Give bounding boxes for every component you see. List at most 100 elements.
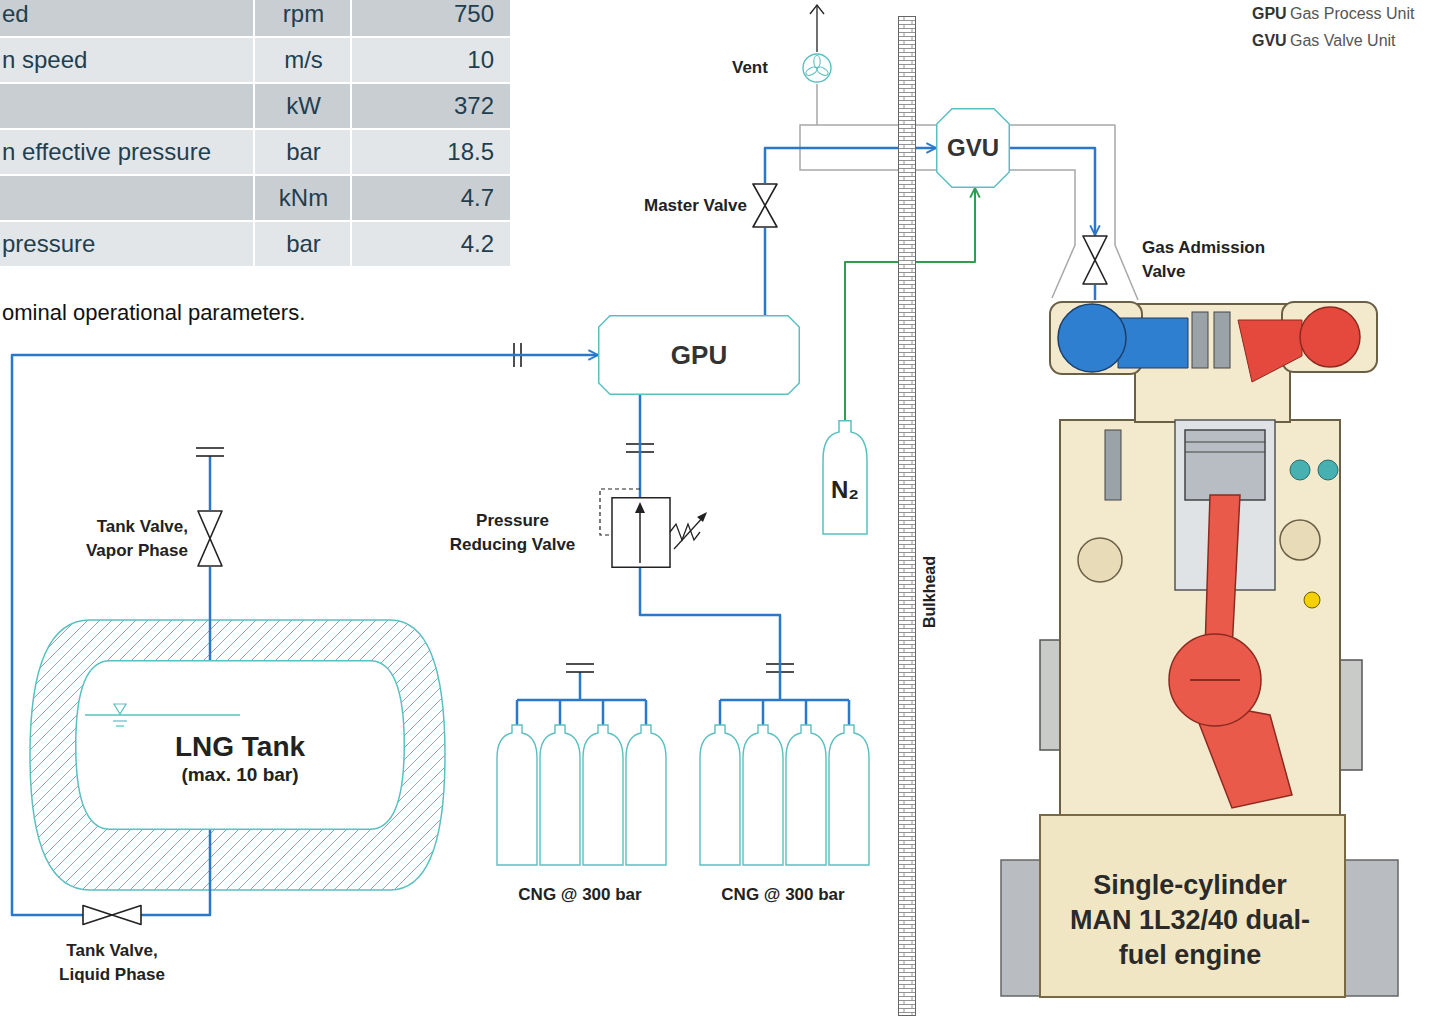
drawing-part [848,700,851,725]
gas-cylinder [540,725,580,865]
gas-cylinder [743,725,783,865]
drawing-part [1190,679,1240,681]
drawing-part [0,222,253,266]
drawing-part [559,700,562,725]
drawing-part [116,725,124,726]
gvu-box: GVU [936,108,1010,188]
bulkhead-wall: Bulkhead [898,16,916,1016]
drawing-part [1318,460,1338,480]
table-bands [0,0,510,266]
text-holder: m/s [257,45,350,75]
pipe-connector [639,395,642,497]
text-holder: ominal operational parameters. [2,299,422,327]
text-holder: Tank Valve, Vapor Phase [70,510,188,567]
table-cell: m/s [284,46,323,74]
drawing-part [1105,430,1121,500]
abbreviation: GVU [1252,32,1287,50]
pipe-connector [177,830,210,915]
text-holder: Gas Admission Valve [1142,232,1292,288]
tank-title: LNG Tank [175,731,305,763]
gas-cylinder [829,725,869,865]
drawing-part [1304,592,1320,608]
text-holder: Tank Valve, Liquid Phase [47,935,177,990]
vapor-pipe-stub [209,456,212,510]
drawing-part [1078,538,1122,582]
gas-cylinder [786,725,826,865]
text-holder: bar [257,137,350,167]
drawing-part [1280,520,1320,560]
text-holder: CNG @ 300 bar [495,880,665,910]
drawing-part [810,5,824,14]
drawing-part [255,84,350,128]
pipe-connector [209,567,212,660]
text-holder: pressure [2,229,252,259]
pipe-connector [1010,125,1138,300]
drawing-part [1214,312,1230,368]
cng-bottle-group: CNG @ 300 bar [698,700,868,920]
vent-fan: Vent [728,52,834,84]
drawing-part [1340,860,1398,996]
gas-cylinder [626,725,666,865]
drawing-part [814,56,820,68]
pressure-reducing-valve: Pressure Reducing Valve [440,497,675,568]
text-holder: 18.5 [354,137,494,167]
drawing-part [0,176,253,220]
table-cell: 750 [454,0,494,28]
drawing-part [352,176,510,220]
pipe-connector [1010,148,1095,235]
text-holder: 4.7 [354,183,494,213]
drawing-part [697,512,707,522]
drawing-part [1192,312,1208,368]
pipe-connector [764,228,767,315]
pipe-connector [12,355,598,915]
text-holder: Master Valve [625,183,747,228]
text-holder: 372 [354,91,494,121]
abbreviation-meaning: Gas Process Unit [1290,5,1414,23]
text-holder: bar [257,229,350,259]
drawing-part [352,84,510,128]
drawing-part [255,0,350,36]
engine-name: Single-cylinder MAN 1L32/40 dual-fuel en… [1060,868,1320,973]
cng-bottle-group: CNG @ 300 bar [495,700,665,920]
tank-pressure-note: (max. 10 bar) [181,763,298,787]
drawing-part [899,17,916,1016]
valve-symbol [753,184,777,227]
drawing-part [1169,634,1261,726]
drawing-part [1185,430,1265,500]
table-cell: 18.5 [447,138,494,166]
drawing-part [352,38,510,82]
valve-symbol [198,511,222,566]
valve-label: Pressure Reducing Valve [440,509,585,557]
drawing-part [762,700,765,725]
gpu-box: GPU [598,315,800,395]
abbreviation: GPU [1252,5,1287,23]
drawing-part [255,222,350,266]
drawing-part [816,65,830,77]
pipe-connector [817,84,936,125]
text-holder: Gas Process Unit [1290,3,1438,25]
text-holder: LNG Tank(max. 10 bar) [75,660,405,830]
table-cell: rpm [283,0,324,28]
drawing-part [1001,860,1045,996]
drawing-part [141,914,177,917]
bulkhead-band [898,16,916,1016]
drawing-part [1338,660,1362,770]
drawing-part [805,65,819,77]
valve-label: Gas Admission Valve [1142,236,1292,284]
table-caption: ominal operational parameters. [2,300,305,326]
text-holder: rpm [257,0,350,29]
gas-cylinder [700,725,740,865]
drawing-part [47,914,83,917]
drawing-part [0,38,253,82]
pipe-connector [640,568,780,700]
table-cell: n speed [2,46,87,74]
text-holder: Bulkhead [920,556,940,628]
drawing-part [639,511,641,563]
drawing-part [645,700,648,725]
nitrogen-bottle: N₂ [820,420,870,535]
drawing-part [1010,170,1075,298]
tank-valve: Tank Valve, Liquid Phase [47,905,177,990]
text-holder: ed [2,0,252,29]
table-cell: kW [286,92,321,120]
